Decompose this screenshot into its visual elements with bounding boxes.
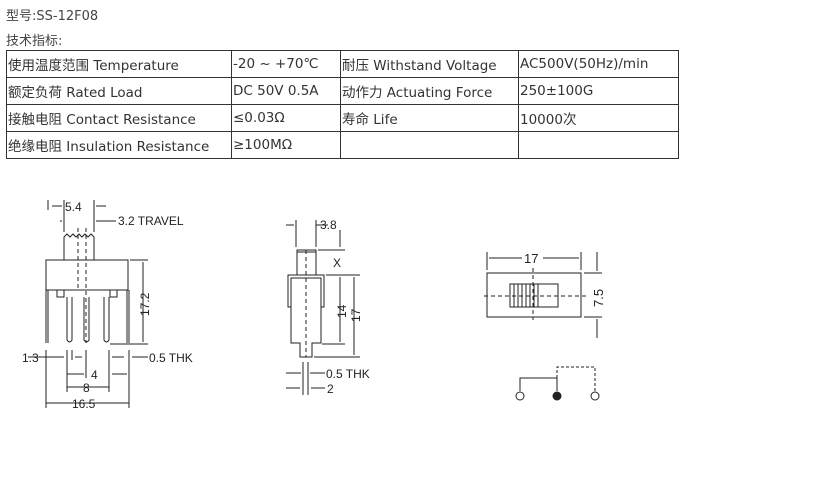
table-cell: DC 50V 0.5A xyxy=(231,77,341,105)
model-number: 型号:SS-12F08 xyxy=(6,9,99,24)
dim-travel: 3.2 TRAVEL xyxy=(118,214,184,228)
dim-5-4: 5.4 xyxy=(65,200,82,214)
dim-17-2: 17.2 xyxy=(138,292,152,316)
dim-1-3: 1.3 xyxy=(22,351,39,365)
table-cell: 绝缘电阻 Insulation Resistance xyxy=(6,131,232,159)
dim-8: 8 xyxy=(83,381,90,395)
dim-side-thk: 0.5 THK xyxy=(326,367,370,381)
table-cell: ≥100MΩ xyxy=(231,131,341,159)
table-cell: AC500V(50Hz)/min xyxy=(518,50,679,78)
dim-17: 17 xyxy=(349,308,363,322)
dim-top-17: 17 xyxy=(524,251,538,266)
front-view-drawing xyxy=(28,200,148,408)
side-view-drawing xyxy=(286,220,360,395)
dim-7-5: 7.5 xyxy=(591,289,606,307)
table-cell: 接触电阻 Contact Resistance xyxy=(6,104,232,132)
spec-heading: 技术指标: xyxy=(6,34,63,49)
table-cell: 额定负荷 Rated Load xyxy=(6,77,232,105)
top-view-drawing xyxy=(484,252,602,401)
table-cell: 使用温度范围 Temperature xyxy=(6,50,232,78)
dim-thk: 0.5 THK xyxy=(149,351,193,365)
dim-x: X xyxy=(333,256,341,270)
dim-4: 4 xyxy=(91,368,98,382)
table-cell xyxy=(518,131,679,159)
table-cell: 250±100G xyxy=(518,77,679,105)
table-cell xyxy=(340,131,519,159)
table-cell: ≤0.03Ω xyxy=(231,104,341,132)
dim-16-5: 16.5 xyxy=(72,397,96,411)
spec-table: 使用温度范围 Temperature -20 ~ +70℃ 耐压 Withsta… xyxy=(6,50,679,159)
table-row: 绝缘电阻 Insulation Resistance ≥100MΩ xyxy=(6,131,679,159)
table-cell: 动作力 Actuating Force xyxy=(340,77,519,105)
dim-2: 2 xyxy=(327,382,334,396)
table-cell: 耐压 Withstand Voltage xyxy=(340,50,519,78)
dim-14: 14 xyxy=(335,304,349,318)
table-row: 使用温度范围 Temperature -20 ~ +70℃ 耐压 Withsta… xyxy=(6,50,679,78)
dim-3-8: 3.8 xyxy=(320,218,337,232)
table-row: 额定负荷 Rated Load DC 50V 0.5A 动作力 Actuatin… xyxy=(6,77,679,105)
